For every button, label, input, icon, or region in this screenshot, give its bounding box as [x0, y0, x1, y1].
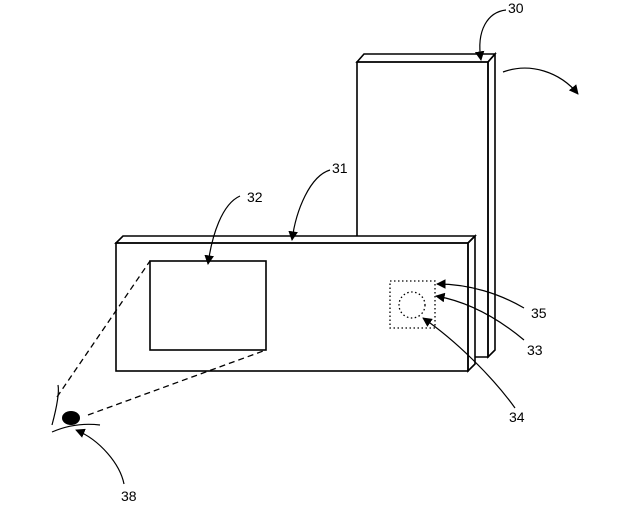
- viewer-eye: [51, 260, 267, 433]
- label-38: 38: [121, 488, 137, 504]
- label-34: 34: [509, 409, 525, 425]
- label-35: 35: [531, 305, 547, 321]
- front-device: [114, 234, 477, 373]
- label-32: 32: [247, 189, 263, 205]
- camera-housing: [389, 280, 436, 329]
- label-31: 31: [332, 160, 348, 176]
- label-33: 33: [527, 342, 543, 358]
- label-30: 30: [508, 0, 524, 16]
- camera-lens: [398, 291, 426, 319]
- display-area: [149, 260, 267, 351]
- camera-module: [389, 280, 436, 329]
- rear-panel: [355, 51, 497, 359]
- leader-lines: [75, 9, 579, 485]
